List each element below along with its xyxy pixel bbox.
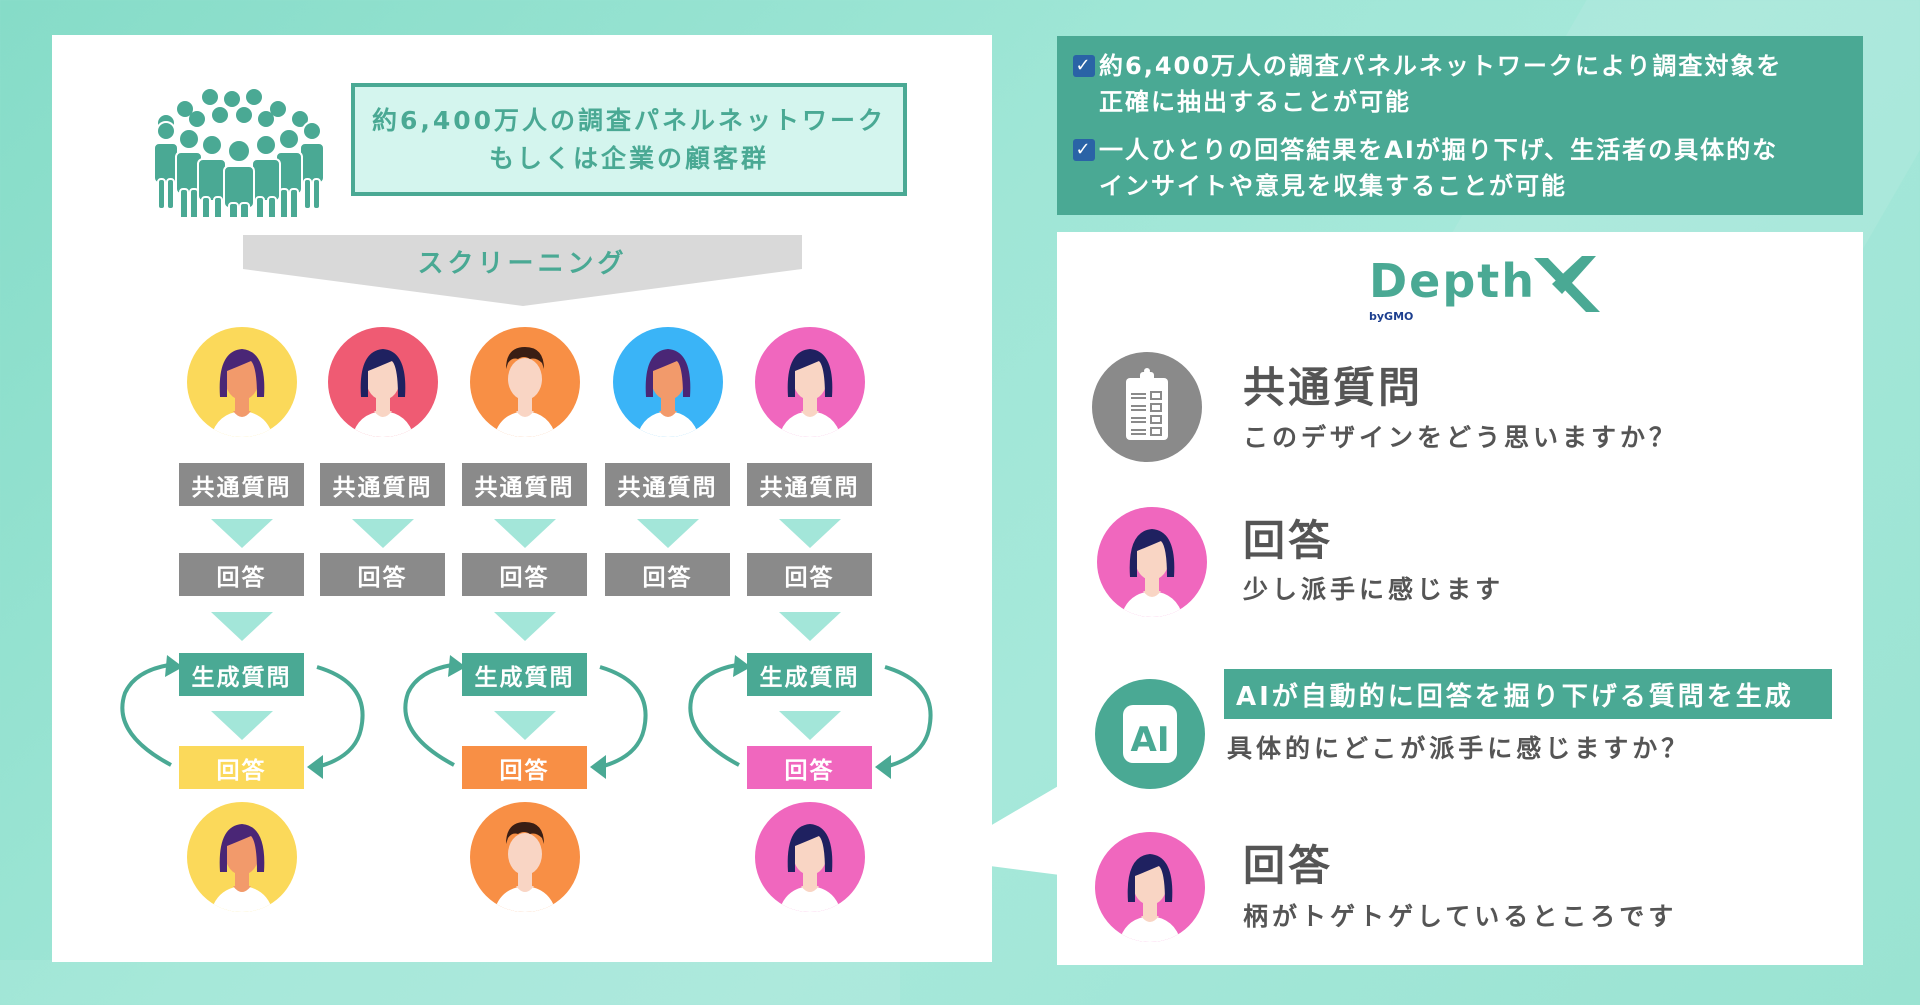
panel-source-line1: 約6,400万人の調査パネルネットワーク xyxy=(371,105,887,135)
respondent-avatar xyxy=(612,327,723,437)
feature-banner: ✓ 約6,400万人の調査パネルネットワークにより調査対象を 正確に抽出すること… xyxy=(1057,36,1863,215)
down-arrow-icon xyxy=(210,612,273,641)
answer-box: 回答 xyxy=(320,553,445,596)
common-question-box: 共通質問 xyxy=(179,463,304,506)
checkbox-icon: ✓ xyxy=(1073,139,1095,161)
down-arrow-icon xyxy=(778,711,841,740)
loop-arrow-icon xyxy=(688,655,933,779)
down-arrow-icon xyxy=(210,519,273,548)
clipboard-icon xyxy=(1092,352,1202,462)
answer-text: 少し派手に感じます xyxy=(1243,575,1505,604)
logo-text: Depth xyxy=(1369,254,1537,308)
screening-arrow xyxy=(243,235,802,306)
answer-box: 回答 xyxy=(605,553,730,596)
common-question-box: 共通質問 xyxy=(462,463,587,506)
feature-text-line1: 一人ひとりの回答結果をAIが掘り下げ、生活者の具体的な xyxy=(1099,136,1779,164)
ai-question-text: 具体的にどこが派手に感じますか？ xyxy=(1227,734,1691,763)
deep-answer-box: 回答 xyxy=(747,746,872,789)
feature-text-line2: 正確に抽出することが可能 xyxy=(1099,88,1411,116)
survey-flow-panel: 約6,400万人の調査パネルネットワーク もしくは企業の顧客群 スクリーニング xyxy=(52,35,992,962)
respondent-avatar xyxy=(327,327,438,437)
svg-text:AI: AI xyxy=(1131,720,1170,760)
ai-generation-label: AIが自動的に回答を掘り下げる質問を生成 xyxy=(1224,669,1832,719)
answer-box: 回答 xyxy=(747,553,872,596)
answer-box: 回答 xyxy=(179,553,304,596)
screening-label: スクリーニング xyxy=(417,249,628,279)
common-question-box: 共通質問 xyxy=(747,463,872,506)
checkbox-icon: ✓ xyxy=(1073,55,1095,77)
deep-answer-box: 回答 xyxy=(179,746,304,789)
generated-question-box: 生成質問 xyxy=(747,653,872,696)
respondent-avatar xyxy=(469,802,580,912)
down-arrow-icon xyxy=(210,711,273,740)
answer-text: 柄がトゲトゲしているところです xyxy=(1243,902,1678,931)
panel-source-line2: もしくは企業の顧客群 xyxy=(488,143,769,173)
respondent-avatar xyxy=(186,327,297,437)
callout-connector xyxy=(990,785,1060,875)
down-arrow-icon xyxy=(493,711,556,740)
down-arrow-icon xyxy=(493,612,556,641)
loop-arrow-icon xyxy=(403,655,648,779)
common-question-text: このデザインをどう思いますか？ xyxy=(1243,423,1679,452)
logo-x-mark-icon xyxy=(1534,256,1600,312)
panel-source-box: 約6,400万人の調査パネルネットワーク もしくは企業の顧客群 xyxy=(351,83,907,196)
down-arrow-icon xyxy=(493,519,556,548)
feature-text-line2: インサイトや意見を収集することが可能 xyxy=(1099,172,1567,200)
logo-by-gmo: byGMO xyxy=(1369,310,1414,323)
common-question-box: 共通質問 xyxy=(605,463,730,506)
down-arrow-icon xyxy=(636,519,699,548)
feature-bullet: ✓ 約6,400万人の調査パネルネットワークにより調査対象を 正確に抽出すること… xyxy=(1073,48,1847,120)
respondent-avatar xyxy=(1095,832,1205,942)
feature-text-line1: 約6,400万人の調査パネルネットワークにより調査対象を xyxy=(1099,52,1783,80)
loop-arrow-icon xyxy=(120,655,365,779)
deep-answer-box: 回答 xyxy=(462,746,587,789)
generated-question-box: 生成質問 xyxy=(179,653,304,696)
feature-bullet: ✓ 一人ひとりの回答結果をAIが掘り下げ、生活者の具体的な インサイトや意見を収… xyxy=(1073,132,1847,204)
answer-title: 回答 xyxy=(1243,841,1334,890)
down-arrow-icon xyxy=(778,519,841,548)
common-question-title: 共通質問 xyxy=(1243,363,1424,412)
down-arrow-icon xyxy=(778,612,841,641)
respondent-avatar xyxy=(186,802,297,912)
generated-question-box: 生成質問 xyxy=(462,653,587,696)
answer-box: 回答 xyxy=(462,553,587,596)
respondent-avatar xyxy=(1097,507,1207,617)
answer-title: 回答 xyxy=(1243,516,1334,565)
crowd-icon xyxy=(153,89,325,217)
ai-icon: AI xyxy=(1095,679,1205,789)
common-question-box: 共通質問 xyxy=(320,463,445,506)
background-facet xyxy=(0,960,900,1005)
respondent-avatar xyxy=(469,327,580,437)
down-arrow-icon xyxy=(351,519,414,548)
respondent-avatar xyxy=(754,327,865,437)
conversation-panel: Depth byGMO 共通質問 このデザインをどう思いますか？ xyxy=(1057,232,1863,965)
respondent-avatar xyxy=(754,802,865,912)
